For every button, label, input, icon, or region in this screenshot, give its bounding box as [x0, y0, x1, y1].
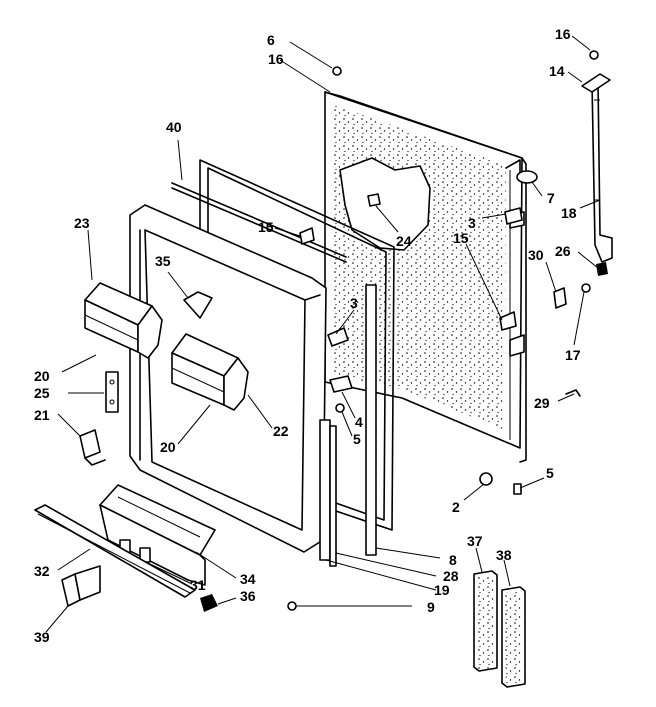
callout-21: 21 — [34, 407, 50, 423]
outer-door-panel — [324, 91, 527, 463]
door-label-part — [367, 193, 381, 207]
callout-15-left: 15 — [258, 219, 274, 235]
callout-20-upper: 20 — [34, 368, 50, 384]
callout-30: 30 — [528, 247, 544, 263]
bottom-trim-strip — [34, 504, 196, 598]
mounting-clip — [79, 429, 106, 466]
lower-door-shelf — [171, 333, 249, 411]
callout-14: 14 — [549, 63, 565, 79]
callout-6: 6 — [267, 32, 275, 48]
upper-door-shelf — [84, 282, 163, 359]
end-cap — [200, 594, 218, 612]
callout-3-lower: 3 — [350, 295, 358, 311]
trim-cap — [61, 565, 101, 607]
callout-24: 24 — [396, 233, 412, 249]
callout-15-right: 15 — [453, 230, 469, 246]
callout-17: 17 — [565, 347, 581, 363]
callout-18: 18 — [561, 205, 577, 221]
callout-31: 31 — [190, 577, 206, 593]
callout-5-left: 5 — [353, 431, 361, 447]
vertical-trim-strips — [319, 284, 377, 567]
callout-38: 38 — [496, 547, 512, 563]
liner-clip — [183, 291, 213, 319]
callout-labels: 16 6 16 14 40 7 18 23 15 3 24 15 35 30 2… — [34, 26, 581, 645]
door-trim-strip — [171, 182, 347, 263]
callout-2: 2 — [452, 499, 460, 515]
callout-28: 28 — [443, 568, 459, 584]
callout-4: 4 — [355, 414, 363, 430]
callout-5-right: 5 — [546, 465, 554, 481]
hinge-hardware — [287, 50, 611, 611]
callout-23: 23 — [74, 215, 90, 231]
callout-20-lower: 20 — [160, 439, 176, 455]
hinge-bar — [591, 79, 613, 263]
callout-29: 29 — [534, 395, 550, 411]
callout-8: 8 — [449, 552, 457, 568]
callout-22: 22 — [273, 423, 289, 439]
callout-9: 9 — [427, 599, 435, 615]
callout-37: 37 — [467, 533, 483, 549]
callout-19: 19 — [434, 582, 450, 598]
callout-25: 25 — [34, 385, 50, 401]
leader-lines — [45, 35, 601, 633]
foam-blocks — [473, 570, 526, 688]
callout-40: 40 — [166, 119, 182, 135]
callout-32: 32 — [34, 563, 50, 579]
callout-39: 39 — [34, 629, 50, 645]
shelf-bracket — [105, 371, 119, 413]
callout-34: 34 — [240, 571, 256, 587]
callout-36: 36 — [240, 588, 256, 604]
callout-16: 16 — [555, 26, 571, 42]
callout-7: 7 — [547, 190, 555, 206]
callout-3-upper: 3 — [468, 215, 476, 231]
callout-1: 16 — [268, 51, 284, 67]
callout-26: 26 — [555, 243, 571, 259]
callout-35: 35 — [155, 253, 171, 269]
